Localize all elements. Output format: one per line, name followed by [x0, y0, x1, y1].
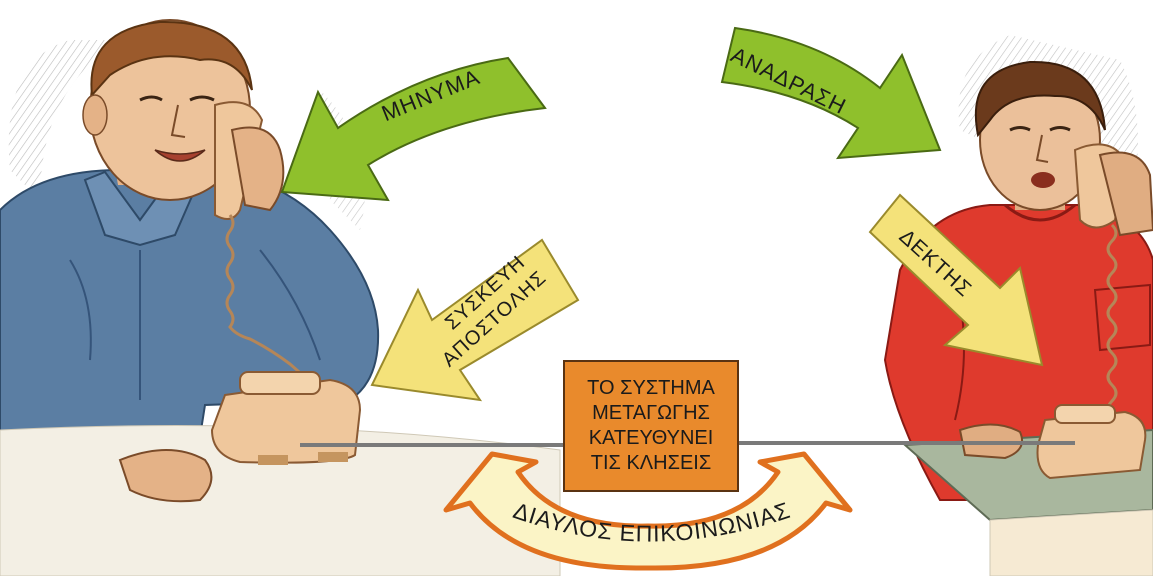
switch-box-line4: ΤΙΣ ΚΛΗΣΕΙΣ [591, 451, 711, 476]
switch-box-line3: ΚΑΤΕΥΘΥΝΕΙ [589, 426, 714, 451]
message-arrow [282, 58, 545, 200]
switching-system-box: ΤΟ ΣΥΣΤΗΜΑ ΜΕΤΑΓΩΓΗΣ ΚΑΤΕΥΘΥΝΕΙ ΤΙΣ ΚΛΗΣ… [563, 360, 739, 492]
switch-box-line1: ΤΟ ΣΥΣΤΗΜΑ [587, 376, 715, 401]
switch-box-line2: ΜΕΤΑΓΩΓΗΣ [592, 401, 710, 426]
